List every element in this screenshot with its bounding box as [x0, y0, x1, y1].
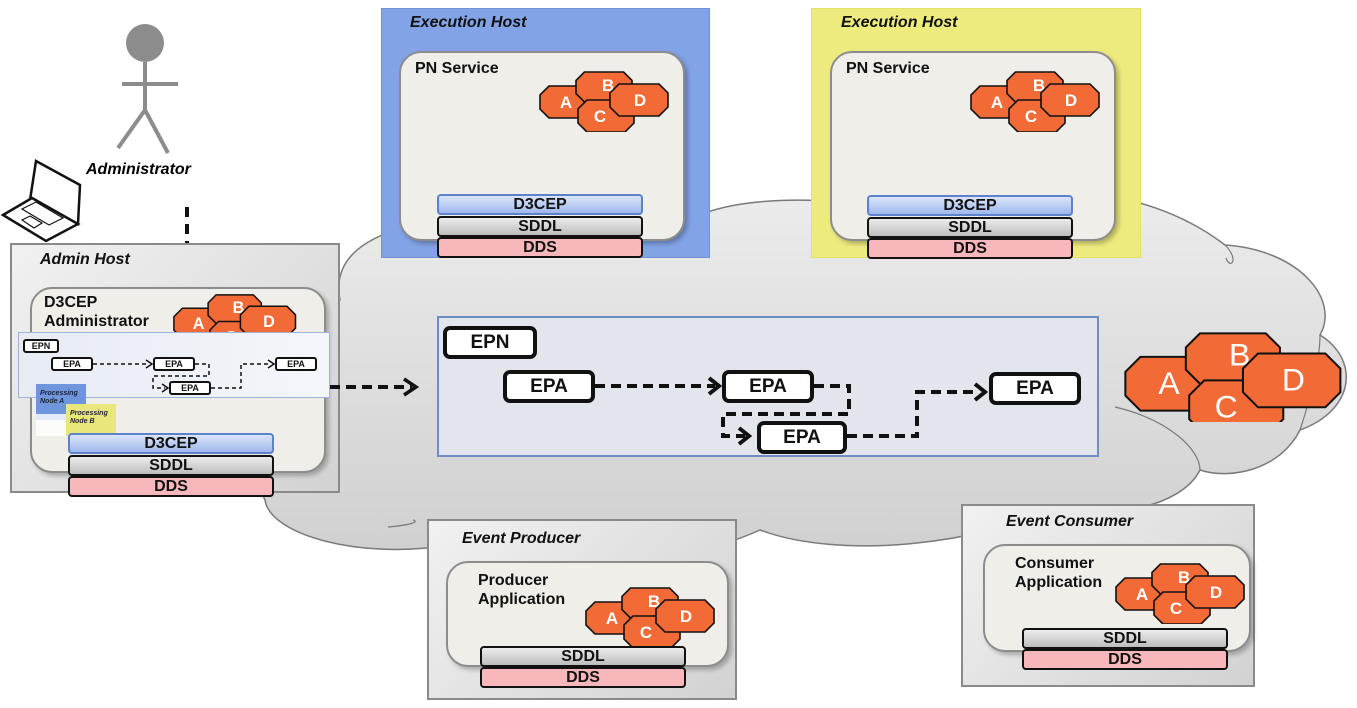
epa-box: EPA	[989, 372, 1081, 405]
agent-label: D	[1282, 361, 1305, 397]
mini-epn-flow-arrows	[93, 359, 276, 393]
layer-dds: DDS	[68, 476, 274, 497]
agent-label: D	[1210, 583, 1222, 602]
agent-cluster-exec-2: A BC D	[970, 71, 1100, 132]
agent-octagon	[1040, 83, 1100, 117]
laptop-icon	[0, 159, 82, 243]
mini-epa-box: EPA	[153, 357, 195, 371]
agent-cluster-exec-1: A BC D	[539, 71, 669, 132]
mini-epa-box: EPA	[275, 357, 317, 371]
agent-label: B	[1033, 76, 1045, 95]
admin-host-title: Admin Host	[40, 251, 130, 268]
agent-label: C	[1025, 107, 1037, 126]
agent-label: A	[606, 609, 618, 628]
agent-octagon	[609, 83, 669, 117]
component-title-line1: D3CEP	[44, 294, 98, 311]
layer-dds: DDS	[867, 238, 1073, 259]
processing-node-b: Processing Node B	[66, 404, 116, 436]
mini-epa-box: EPA	[169, 381, 211, 395]
layer-sddl: SDDL	[68, 455, 274, 476]
agent-cluster-producer: A BC D	[585, 587, 715, 648]
agent-label: A	[560, 93, 572, 112]
layer-dds: DDS	[480, 667, 686, 688]
agent-octagon	[1241, 352, 1342, 409]
agent-label: B	[1178, 568, 1190, 587]
layer-dds: DDS	[437, 237, 643, 258]
agent-d: D	[1241, 352, 1342, 409]
agent-label: B	[233, 299, 245, 317]
layer-dds: DDS	[1022, 649, 1228, 670]
agent-label: C	[640, 623, 652, 642]
agent-label: A	[1136, 585, 1148, 604]
agent-d: D	[655, 599, 715, 633]
agent-octagon	[655, 599, 715, 633]
mini-epa-box: EPA	[51, 357, 93, 371]
execution-host-title: Execution Host	[841, 14, 958, 31]
agent-label: C	[1215, 388, 1238, 422]
pn-service-title: PN Service	[846, 60, 930, 77]
epn-diagram-panel: EPN EPA EPA EPA EPA	[437, 316, 1099, 457]
component-title-line2: Application	[478, 591, 566, 608]
deploy-epn-arrow	[330, 377, 420, 397]
component-title-line1: Producer	[478, 572, 549, 589]
agent-d: D	[1185, 575, 1245, 609]
component-title-line2: Application	[1015, 574, 1103, 591]
agent-d: D	[1040, 83, 1100, 117]
agent-cluster-cloud: A BC D	[1124, 332, 1342, 422]
epa-box: EPA	[757, 421, 847, 454]
layer-d3cep: D3CEP	[437, 194, 643, 215]
pn-service-title: PN Service	[415, 60, 499, 77]
layer-d3cep: D3CEP	[68, 433, 274, 454]
mini-epn-label: EPN	[23, 339, 59, 353]
actor-label: Administrator	[86, 161, 191, 178]
epa-box: EPA	[503, 370, 595, 403]
agent-label: C	[1170, 599, 1182, 618]
layer-sddl: SDDL	[867, 217, 1073, 238]
agent-label: D	[1065, 91, 1077, 110]
component-title-line1: Consumer	[1015, 555, 1095, 572]
agent-label: A	[991, 93, 1003, 112]
layer-sddl: SDDL	[480, 646, 686, 667]
epn-label-box: EPN	[443, 326, 537, 359]
agent-label: A	[193, 315, 205, 333]
agent-label: D	[634, 91, 646, 110]
epa-box: EPA	[722, 370, 814, 403]
agent-cluster-consumer: A BC D	[1115, 563, 1245, 624]
agent-label: B	[648, 592, 660, 611]
component-title-line2: Administrator	[44, 313, 149, 330]
agent-octagon	[1185, 575, 1245, 609]
agent-label: D	[263, 313, 275, 331]
execution-host-2: Execution Host PN Service	[811, 8, 1141, 258]
layer-d3cep: D3CEP	[867, 195, 1073, 216]
epn-flow-arrows	[595, 376, 989, 446]
agent-label: A	[1158, 365, 1180, 401]
agent-label: B	[1229, 336, 1250, 372]
agent-label: B	[602, 76, 614, 95]
stick-figure-icon	[116, 24, 178, 154]
event-producer-title: Event Producer	[462, 530, 581, 547]
agent-label: C	[594, 107, 606, 126]
execution-host-title: Execution Host	[410, 14, 527, 31]
layer-sddl: SDDL	[437, 216, 643, 237]
layer-sddl: SDDL	[1022, 628, 1228, 649]
event-consumer-title: Event Consumer	[1006, 513, 1134, 530]
agent-label: D	[680, 607, 692, 626]
agent-d: D	[609, 83, 669, 117]
